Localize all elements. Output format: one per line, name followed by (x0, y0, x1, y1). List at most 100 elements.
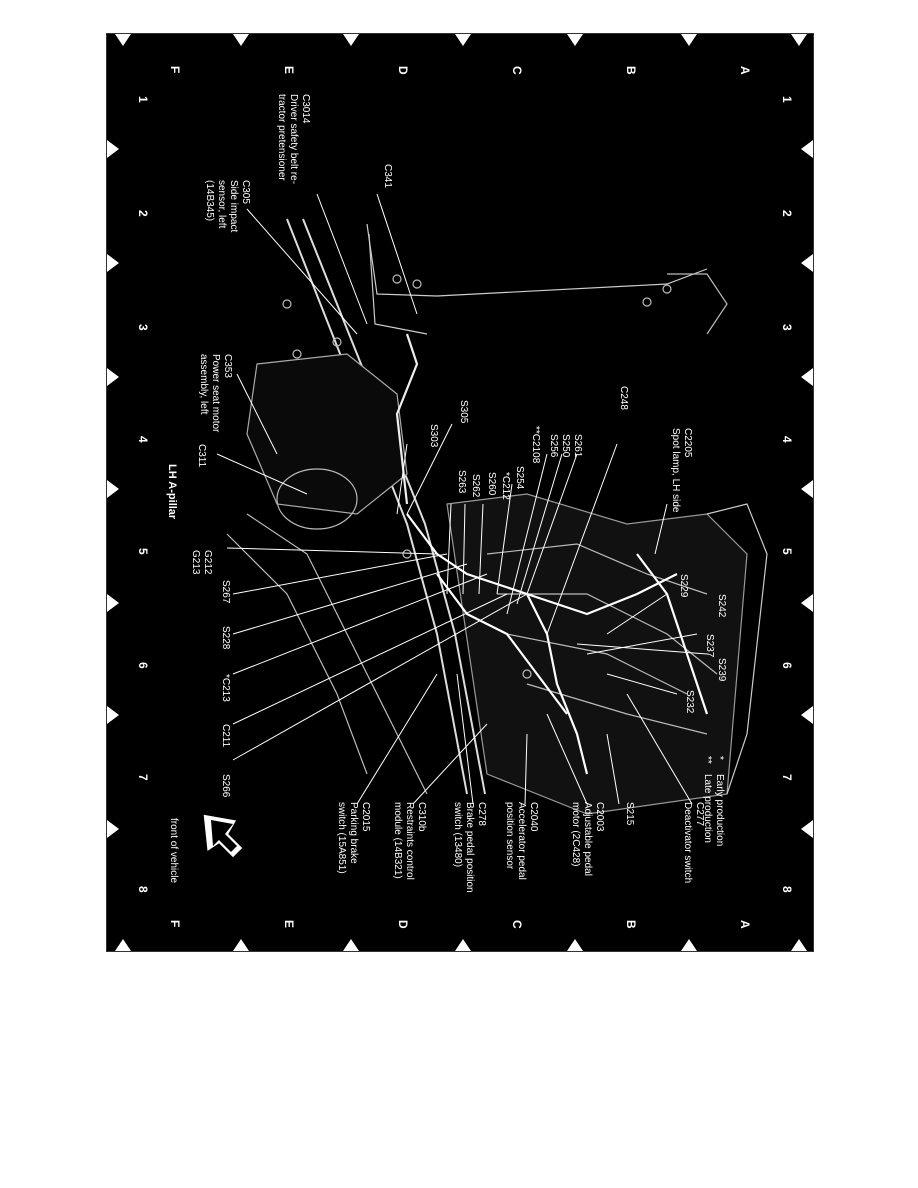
callout-c3014-line: tractor pretensioner (276, 94, 287, 181)
callout-s303-line: S303 (428, 424, 439, 448)
callout-c211: C211 (220, 724, 231, 748)
callout-c353-line: Power seat motor (210, 354, 221, 433)
grid-marker-right (801, 140, 813, 158)
leader-line-c2003 (546, 713, 588, 805)
grid-marker-right (801, 480, 813, 498)
grid-marker-left (107, 254, 119, 272)
grid-letter-top-line: D (396, 66, 410, 75)
callout-c311-line: C311 (196, 444, 207, 468)
grid-number-right-line: 2 (780, 210, 794, 217)
diagram-title: LH A-pillar (166, 464, 178, 520)
leader-line-s239 (576, 643, 708, 655)
callout-c2015-line: Parking brake (348, 802, 359, 864)
grid-letter-top: F (168, 66, 182, 73)
callout-c310b-line: Restraints control (404, 802, 415, 880)
callout-c277-line: C277 (694, 802, 705, 826)
callout-s250: S250 (560, 434, 571, 458)
callout-c2108-line: **C2108 (530, 426, 541, 464)
callout-c2003-line: motor (2C428) (570, 802, 581, 866)
callout-s263: S263 (456, 470, 467, 494)
grid-number-right-line: 3 (780, 324, 794, 331)
callout-s215-line: S215 (624, 802, 635, 826)
grid-number-left: 2 (136, 210, 150, 217)
grid-number-right: 3 (780, 324, 794, 331)
bolt-detail (412, 279, 422, 289)
grid-marker-bottom (343, 939, 359, 951)
grid-number-right: 4 (780, 436, 794, 443)
grid-marker-left (107, 594, 119, 612)
callout-s254-line: S254 (514, 466, 525, 490)
callout-s242-line: S242 (716, 594, 727, 618)
leader-line-s263 (446, 503, 452, 595)
grid-letter-top-line: F (168, 66, 182, 73)
callout-c305-line: C305 (240, 180, 251, 204)
grid-number-left: 5 (136, 548, 150, 555)
callout-c2108: **C2108 (530, 426, 541, 464)
callout-s256: S256 (548, 434, 559, 458)
grid-letter-bottom: F (168, 920, 182, 927)
callout-s232: S232 (684, 690, 695, 714)
grid-marker-top (115, 34, 131, 46)
callout-c213-line: *C213 (220, 674, 231, 702)
grid-marker-bottom (115, 939, 131, 951)
callout-c213: *C213 (220, 674, 231, 702)
callout-s305-line: S305 (458, 400, 469, 424)
leader-line-s228 (232, 563, 468, 635)
grid-number-right-line: 6 (780, 662, 794, 669)
leader-line-c2015 (356, 673, 438, 805)
grid-number-right: 7 (780, 774, 794, 781)
leader-line-s256 (506, 453, 548, 615)
bolt-detail (332, 337, 342, 347)
callout-c310b-line: module (14B321) (392, 802, 403, 879)
leader-line-c277 (626, 693, 693, 805)
grid-number-right-line: 7 (780, 774, 794, 781)
grid-letter-top-line: A (738, 66, 752, 75)
callout-s228: S228 (220, 626, 231, 650)
leader-line-s254 (496, 483, 513, 595)
grid-letter-bottom: C (510, 920, 524, 929)
callout-s262: S262 (470, 474, 481, 498)
grid-letter-top-line: B (624, 66, 638, 75)
leader-line-s303 (396, 443, 408, 515)
legend-symbol: * (714, 756, 725, 760)
callout-c2003-line: Adjustable pedal (582, 802, 593, 876)
grid-number-left: 7 (136, 774, 150, 781)
grid-marker-top (343, 34, 359, 46)
callout-s262-line: S262 (470, 474, 481, 498)
leader-line-c213 (232, 573, 488, 675)
grid-letter-top: C (510, 66, 524, 75)
leader-line-s232 (606, 673, 678, 695)
callout-c341: C341 (382, 164, 393, 188)
grid-letter-bottom-line: D (396, 920, 410, 929)
callout-s305: S305 (458, 400, 469, 424)
grid-marker-top (455, 34, 471, 46)
grid-number-right-line: 1 (780, 96, 794, 103)
leader-line-g212 (226, 547, 438, 555)
callout-c278-line: C278 (476, 802, 487, 826)
grid-number-left-line: 8 (136, 886, 150, 893)
legend-text: Early production (714, 774, 725, 846)
callout-front-line: front of vehicle (168, 818, 179, 883)
grid-marker-top (567, 34, 583, 46)
leader-line-c305 (246, 208, 358, 335)
grid-marker-right (801, 820, 813, 838)
grid-letter-bottom-line: C (510, 920, 524, 929)
callout-c3014-line: Driver safety belt re- (288, 94, 299, 184)
callout-s228-line: S228 (220, 626, 231, 650)
grid-marker-left (107, 820, 119, 838)
grid-marker-bottom (791, 939, 807, 951)
grid-letter-bottom-line: A (738, 920, 752, 929)
bolt-detail (292, 349, 302, 359)
bolt-detail (642, 297, 652, 307)
callout-s232-line: S232 (684, 690, 695, 714)
callout-s250-line: S250 (560, 434, 571, 458)
callout-g212-line: G213 (190, 550, 201, 575)
callout-c305-line: (14B345) (204, 180, 215, 221)
grid-marker-left (107, 140, 119, 158)
